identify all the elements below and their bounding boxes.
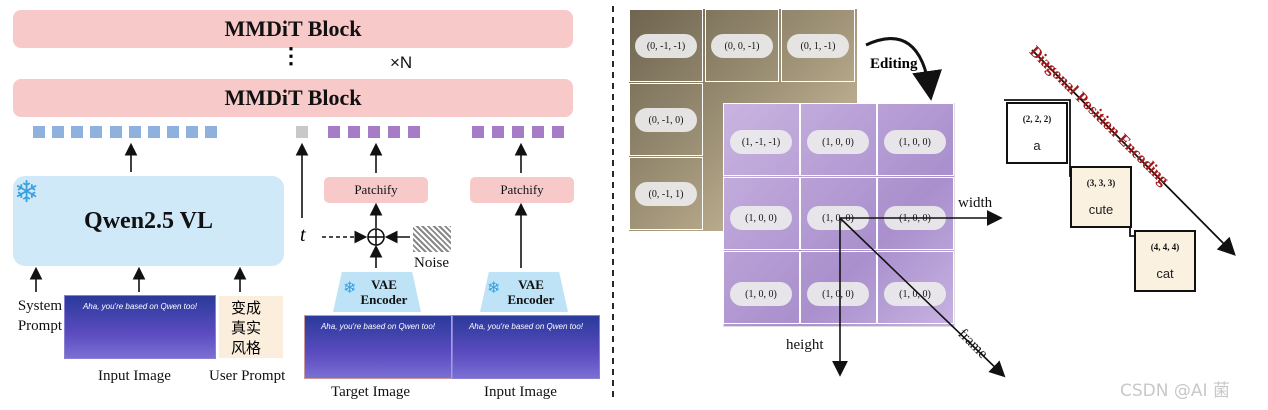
- patchify-block-target: Patchify: [324, 177, 428, 203]
- position-label: (0, 0, -1): [711, 34, 773, 58]
- snowflake-icon: ❄: [487, 280, 501, 297]
- grid-cell: [723, 103, 800, 176]
- vae-encoder-input: VAE Encoder: [480, 272, 568, 312]
- token-position: (3, 3, 3): [1086, 178, 1116, 188]
- image-caption: Aha, you're based on Qwen too!: [82, 302, 198, 311]
- timestep-label: t: [300, 224, 306, 246]
- watermark: CSDN @AI 菌: [1120, 381, 1230, 401]
- grid-cell: [629, 83, 703, 156]
- text-token: [90, 126, 102, 138]
- vae-encoder-label: VAE Encoder: [360, 277, 408, 307]
- text-token: [186, 126, 198, 138]
- token-word: a: [1033, 138, 1041, 153]
- grid-cell: [723, 251, 800, 324]
- input-image-label-2: Input Image: [484, 384, 557, 400]
- text-token: [33, 126, 45, 138]
- input-image-label-1: Input Image: [98, 368, 171, 384]
- token-position: (2, 2, 2): [1022, 114, 1052, 124]
- position-label: (1, 0, 0): [884, 130, 946, 154]
- snowflake-icon: ❄: [343, 280, 357, 297]
- input-token: [552, 126, 564, 138]
- grid-cell: [877, 251, 954, 324]
- text-token: [148, 126, 160, 138]
- user-prompt-box: 变成真实风格: [219, 296, 283, 358]
- grid-cell: [800, 177, 877, 250]
- right-arrows: [832, 37, 1236, 378]
- position-label: (1, 0, 0): [730, 206, 792, 230]
- image-caption: Aha, you're based on Qwen too!: [468, 322, 584, 331]
- grid-cell: [800, 251, 877, 324]
- grid-cell: [800, 103, 877, 176]
- input-token: [492, 126, 504, 138]
- position-label: (0, -1, 1): [635, 182, 697, 206]
- noise-label: Noise: [414, 255, 449, 271]
- text-token: [110, 126, 122, 138]
- vae-encoder-label: VAE Encoder: [507, 277, 555, 307]
- patchify-block-input: Patchify: [470, 177, 574, 203]
- input-token: [532, 126, 544, 138]
- text-token-box: (4, 4, 4) cat: [1134, 230, 1196, 292]
- text-token: [129, 126, 141, 138]
- target-image-label: Target Image: [331, 384, 411, 400]
- text-token: [167, 126, 179, 138]
- position-label: (0, -1, 0): [635, 108, 697, 132]
- position-label: (1, 0, 0): [807, 130, 869, 154]
- grid-cell: [877, 103, 954, 176]
- target-token: [328, 126, 340, 138]
- target-token: [408, 126, 420, 138]
- target-image-thumbnail: Aha, you're based on Qwen too!: [304, 315, 452, 379]
- token-word: cat: [1156, 266, 1174, 281]
- qwen-vl-block: Qwen2.5 VL: [13, 176, 284, 266]
- target-token: [368, 126, 380, 138]
- height-axis-label: height: [786, 337, 824, 353]
- text-token-box: (3, 3, 3) cute: [1070, 166, 1132, 228]
- user-prompt-label: User Prompt: [209, 368, 286, 384]
- text-token: [205, 126, 217, 138]
- input-token: [512, 126, 524, 138]
- timestep-token: [296, 126, 308, 138]
- repeat-label: ×N: [390, 53, 413, 72]
- grid-cell: [781, 9, 855, 82]
- input-image-thumbnail: Aha, you're based on Qwen too!: [452, 315, 600, 379]
- grid-cell: [723, 177, 800, 250]
- input-image-thumbnail: Aha, you're based on Qwen too!: [64, 295, 216, 359]
- token-position: (4, 4, 4): [1150, 242, 1180, 252]
- editing-label: Editing: [870, 56, 918, 72]
- text-token-box: (2, 2, 2) a: [1006, 102, 1068, 164]
- snowflake-icon: ❄: [14, 176, 40, 209]
- grid-cell: [629, 9, 703, 82]
- position-label: (1, -1, -1): [730, 130, 792, 154]
- position-label: (1, 0, 0): [807, 282, 869, 306]
- grid-cell: [629, 157, 703, 230]
- vae-encoder-target: VAE Encoder: [333, 272, 421, 312]
- system-prompt-label: System Prompt: [17, 298, 62, 334]
- target-token: [348, 126, 360, 138]
- left-arrows: [29, 6, 614, 400]
- position-label: (0, 1, -1): [787, 34, 849, 58]
- image-caption: Aha, you're based on Qwen too!: [320, 322, 436, 331]
- text-token: [52, 126, 64, 138]
- token-word: cute: [1088, 202, 1114, 217]
- input-token: [472, 126, 484, 138]
- target-token: [388, 126, 400, 138]
- width-axis-label: width: [958, 195, 993, 211]
- grid-cell: [705, 9, 779, 82]
- text-token: [71, 126, 83, 138]
- grid-cell: [877, 177, 954, 250]
- position-label: (1, 0, 0): [884, 282, 946, 306]
- position-label: (1, 0, 0): [730, 282, 792, 306]
- mmdit-block-top: MMDiT Block: [13, 10, 573, 48]
- noise-image: [413, 226, 451, 252]
- position-label: (1, 0, 0): [807, 206, 869, 230]
- position-label: (0, -1, -1): [635, 34, 697, 58]
- mmdit-block-bottom: MMDiT Block: [13, 79, 573, 117]
